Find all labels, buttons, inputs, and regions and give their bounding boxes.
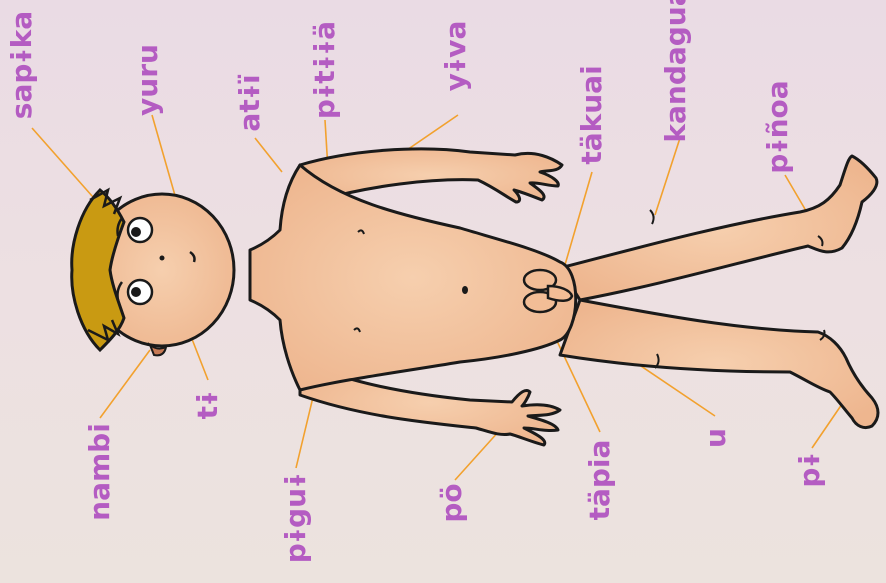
label-leg: u	[702, 428, 730, 448]
label-belly: pɨguɨ	[282, 473, 310, 564]
label-nose: yuru	[134, 44, 162, 116]
label-knee: kandagua	[662, 0, 690, 143]
label-eye: tɨ	[194, 391, 222, 420]
label-chest: pɨtɨɨä	[311, 21, 339, 119]
label-ankle: pɨñoa	[764, 80, 792, 173]
label-hair: sapɨka	[8, 11, 36, 119]
label-penis: täkuai	[578, 65, 606, 164]
label-foot: pɨ	[796, 452, 824, 487]
label-mouth: nambi	[86, 423, 114, 521]
label-testicles: täpia	[586, 440, 614, 521]
head	[72, 190, 234, 355]
label-neck: atɨï	[236, 74, 264, 131]
label-hand: pö	[438, 483, 466, 522]
label-shoulder: yɨva	[442, 21, 470, 92]
